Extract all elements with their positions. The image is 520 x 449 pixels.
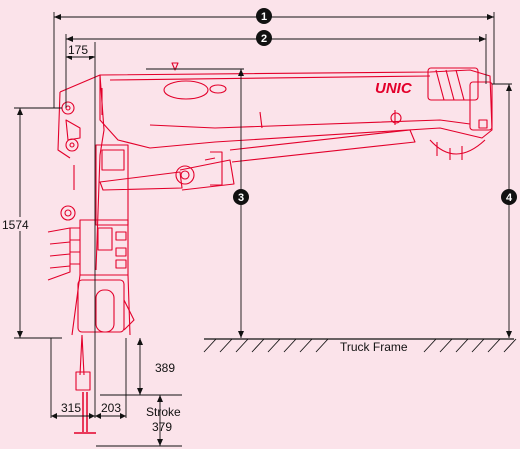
svg-text:4: 4 (506, 192, 513, 204)
crane-column (57, 74, 129, 271)
crane-drawing (47, 62, 493, 434)
dimension-arrows (17, 14, 512, 446)
truck-frame-label: Truck Frame (340, 340, 408, 354)
dim-label-175: 175 (68, 43, 88, 57)
dim-label-203: 203 (101, 401, 121, 415)
label-1574-bg (1, 217, 35, 231)
crane-boom-tip (427, 67, 493, 160)
dim-label-1574: 1574 (2, 218, 29, 232)
ground-hatching (203, 338, 517, 353)
svg-text:1: 1 (261, 11, 267, 23)
crane-base (47, 219, 135, 391)
callout-badge-1: 1 (256, 8, 272, 24)
stroke-label: Stroke (146, 405, 181, 419)
stroke-value: 379 (152, 420, 172, 434)
truck-frame-ground: Truck Frame (203, 338, 517, 354)
crane-boom (99, 62, 493, 149)
callout-badge-2: 2 (256, 30, 272, 46)
crane-derrick-cylinder (99, 129, 416, 191)
dimension-lines (14, 12, 512, 447)
label-175-bg (67, 44, 93, 56)
crane-outrigger-jack (74, 392, 96, 434)
svg-text:2: 2 (261, 33, 267, 45)
callout-badge-3: 3 (233, 189, 249, 205)
dim-label-389: 389 (155, 361, 175, 375)
brand-label: UNIC (375, 80, 413, 97)
dim-label-315: 315 (61, 401, 81, 415)
svg-text:3: 3 (238, 192, 244, 204)
callout-badge-4: 4 (501, 189, 517, 205)
